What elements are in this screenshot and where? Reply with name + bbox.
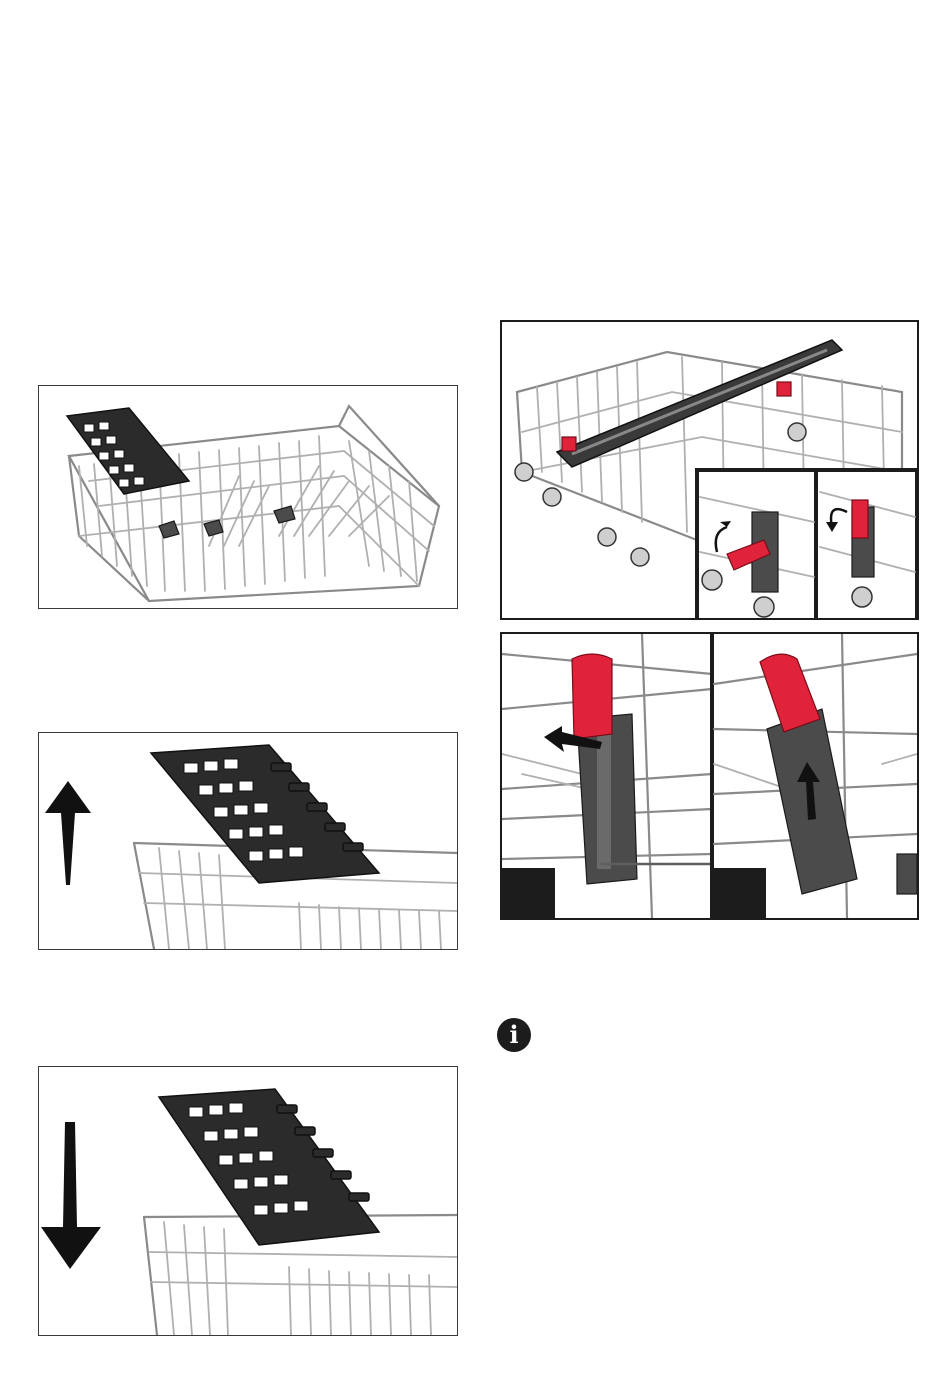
figure-lever-closeups <box>500 632 919 920</box>
figure-rack-lower <box>38 1066 458 1336</box>
figure-rack-raise <box>38 732 458 950</box>
arrow-down-icon <box>41 1122 101 1269</box>
figure-basket-overview <box>38 385 458 609</box>
arrow-up-icon <box>45 781 91 885</box>
info-icon: i <box>497 1018 531 1052</box>
rack-raise-illustration <box>39 733 457 949</box>
rack-lower-illustration <box>39 1067 457 1335</box>
closeup-left-label-box <box>502 868 555 918</box>
figure-basket-height-adjust <box>500 320 919 620</box>
closeup-right-label-box <box>713 868 766 918</box>
basket-overview-illustration <box>39 386 457 608</box>
basket-height-illustration <box>502 322 917 618</box>
lever-closeup-illustration <box>502 634 917 918</box>
